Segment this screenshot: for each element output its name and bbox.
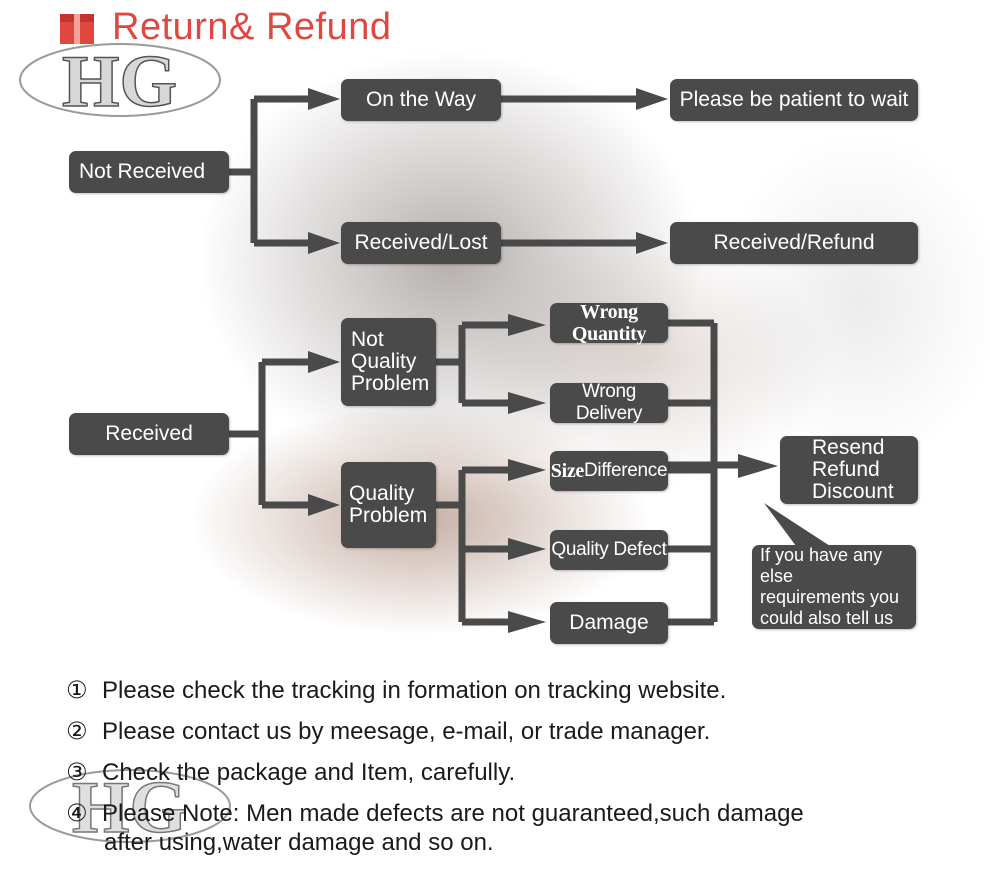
not-quality-line-3: Problem <box>351 372 430 395</box>
received-box: Received <box>69 413 229 455</box>
size-label: Size <box>550 460 585 482</box>
wrong-delivery-box: Wrong Delivery <box>550 381 668 424</box>
size-difference-box: Size Difference <box>550 451 668 491</box>
not-quality-line-1: Not <box>351 328 384 351</box>
return-box-icon <box>60 14 94 44</box>
please-wait-box: Please be patient to wait <box>670 79 918 121</box>
wrong-delivery-label: Wrong Delivery <box>575 381 643 424</box>
quality-line-2: Problem <box>349 504 428 527</box>
wrong-quantity-label: Wrong Quantity <box>571 301 647 345</box>
refund-label: Refund <box>812 458 880 481</box>
note-item: ① Please check the tracking in formation … <box>66 676 966 705</box>
note-text-continued: after using,water damage and so on. <box>104 829 494 856</box>
note-item: ② Please contact us by meesage, e-mail, o… <box>66 717 966 746</box>
else-line-2: requirements you <box>760 587 900 607</box>
note-number: ④ <box>66 800 88 827</box>
note-text: Please check the tracking in formation o… <box>102 677 727 704</box>
please-wait-label: Please be patient to wait <box>679 88 909 111</box>
on-the-way-box: On the Way <box>341 79 501 121</box>
note-text: Please contact us by meesage, e-mail, or… <box>102 718 711 745</box>
note-item: ③ Check the package and Item, carefully. <box>66 758 966 787</box>
note-number: ① <box>66 677 88 704</box>
damage-box: Damage <box>550 602 668 644</box>
note-item: ④ Please Note: Men made defects are not g… <box>66 799 966 857</box>
not-received-label: Not Received <box>79 160 206 183</box>
quality-defect-box: Quality Defect <box>550 530 668 570</box>
difference-label: Difference <box>583 460 668 481</box>
else-line-1: If you have any else <box>760 545 883 586</box>
quality-line-1: Quality <box>349 482 415 505</box>
note-text: Please Note: Men made defects are not gu… <box>102 800 804 827</box>
received-lost-label: Received/Lost <box>354 231 488 254</box>
wrong-quantity-box: Wrong Quantity <box>550 301 668 345</box>
note-number: ③ <box>66 759 88 786</box>
hg-logo-watermark-bottom: HG <box>29 766 231 850</box>
discount-label: Discount <box>812 480 894 503</box>
page-title: Return& Refund <box>112 6 392 48</box>
note-pointer <box>764 503 830 546</box>
on-the-way-label: On the Way <box>365 88 477 111</box>
not-quality-problem-box: Not Quality Problem <box>341 318 436 406</box>
note-text: Check the package and Item, carefully. <box>102 759 516 786</box>
quality-defect-label: Quality Defect <box>551 539 667 560</box>
not-received-box: Not Received <box>69 151 229 193</box>
note-number: ② <box>66 718 88 745</box>
received-label: Received <box>105 422 193 445</box>
logo-text: HG <box>62 41 177 122</box>
hg-logo-watermark: HG <box>19 40 221 122</box>
not-quality-line-2: Quality <box>351 350 417 373</box>
received-lost-box: Received/Lost <box>341 222 501 264</box>
received-refund-label: Received/Refund <box>713 231 875 254</box>
received-refund-box: Received/Refund <box>670 222 918 264</box>
resolution-box: Resend Refund Discount <box>780 436 918 504</box>
quality-problem-box: Quality Problem <box>341 462 436 548</box>
else-requirements-box: If you have any else requirements you co… <box>752 545 916 629</box>
resend-label: Resend <box>812 436 885 459</box>
logo-text: HG <box>72 767 187 849</box>
notes-list: ① Please check the tracking in formation … <box>66 676 966 857</box>
damage-label: Damage <box>569 611 649 634</box>
else-line-3: could also tell us <box>760 608 894 628</box>
